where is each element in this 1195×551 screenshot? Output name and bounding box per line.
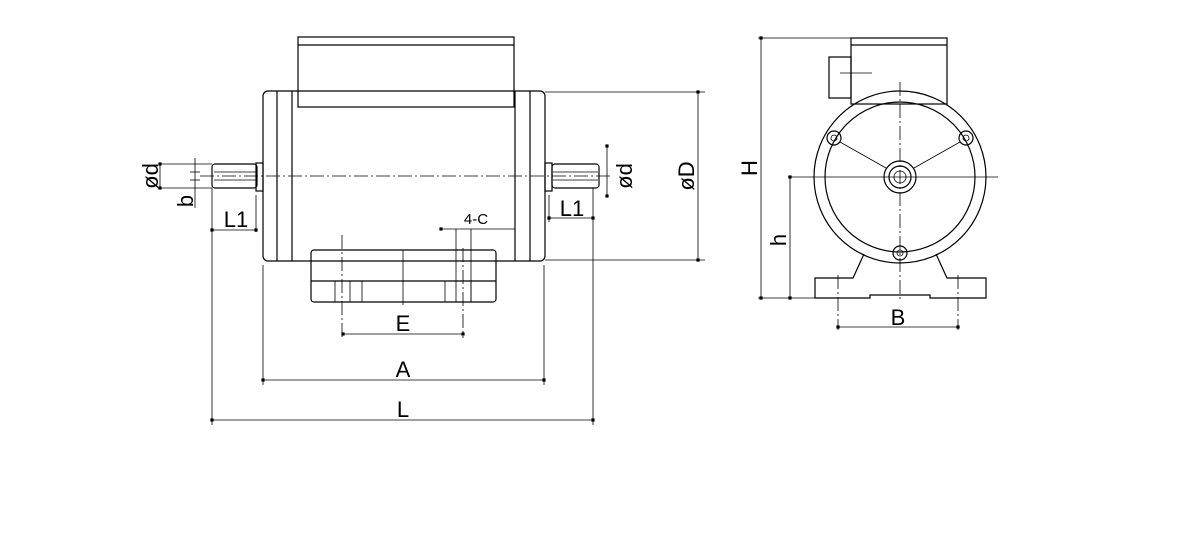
motor-foot: [310, 249, 497, 303]
L1-left-label: L1: [224, 207, 248, 232]
phi-d-left-label: ød: [138, 163, 163, 189]
front-view: H h B: [737, 36, 998, 330]
b-label: b: [173, 195, 198, 207]
L1-right-label: L1: [560, 196, 584, 221]
h-label: h: [766, 234, 791, 246]
B-label: B: [891, 305, 906, 330]
terminal-box: [297, 36, 515, 108]
terminal-box-front: [850, 37, 948, 105]
phi-D-label: øD: [674, 161, 699, 190]
phi-d-right-label: ød: [612, 163, 637, 189]
E-label: E: [396, 311, 411, 336]
front-foot: [814, 253, 987, 299]
L-label: L: [397, 397, 409, 422]
4-c-label: 4-C: [464, 211, 488, 228]
side-view: ød b L1 L1 4-C ød øD E A L: [138, 36, 705, 425]
H-label: H: [737, 160, 762, 176]
A-label: A: [396, 357, 411, 382]
